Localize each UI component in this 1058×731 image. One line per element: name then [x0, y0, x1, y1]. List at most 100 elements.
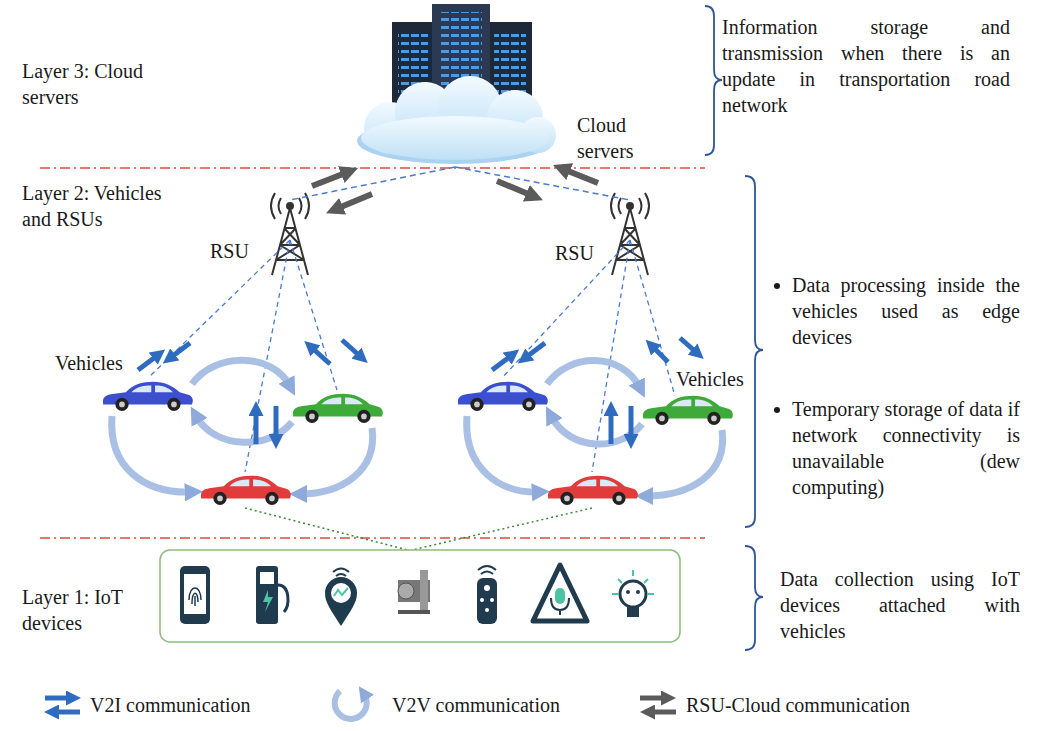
iot-panel [484, 585, 490, 591]
iot-panel [160, 550, 680, 642]
legend-symbol [640, 696, 667, 701]
iot-link [245, 508, 408, 550]
rsu-cloud-arrows [497, 181, 533, 196]
iot-panel [420, 570, 428, 610]
iot-panel [636, 590, 640, 594]
v2v-arrows [646, 430, 723, 496]
connector [290, 167, 455, 200]
v2i-arrows [170, 343, 190, 358]
node-label: RSU [210, 238, 249, 264]
cloud-server-node: Cloud servers [355, 0, 659, 167]
server-racks [494, 30, 526, 100]
iot-panel [551, 598, 569, 615]
iot-panel [398, 583, 414, 599]
iot-panel [325, 577, 357, 626]
iot-panel [555, 588, 565, 604]
v2i-arrows [254, 410, 259, 444]
v2i-arrows [274, 406, 279, 440]
v2i-arrows [311, 347, 330, 364]
bullet-text: Temporary storage of data if network con… [792, 396, 1020, 500]
iot-panel [626, 590, 630, 594]
v2v-arrows [551, 416, 642, 444]
v2i-arrows [525, 343, 545, 358]
iot-panel [612, 570, 654, 594]
vehicle-label: Vehicles [55, 350, 123, 376]
v2v-arrows [300, 428, 373, 494]
vehicles [293, 394, 383, 423]
rsu-tower [287, 203, 293, 209]
v2i-arrows [680, 338, 697, 353]
iot-panel [478, 566, 496, 574]
rsu-tower [627, 203, 633, 209]
iot-panel [278, 585, 288, 612]
bracket [705, 6, 722, 155]
cloud-shape [361, 116, 549, 160]
layer-label: Layer 3: Cloud servers [22, 58, 172, 110]
v2i-arrows [652, 346, 668, 362]
vehicles [548, 476, 638, 505]
rsu-vehicle-link [630, 240, 675, 396]
v2i-arrows [492, 355, 512, 370]
iot-panel [260, 572, 274, 584]
v2i-arrows [629, 406, 634, 440]
legend-text: V2I communication [90, 692, 251, 718]
rsu-node: RSU [553, 200, 668, 278]
legend-text: RSU-Cloud communication [686, 692, 910, 718]
layer-divider [40, 537, 705, 538]
legend-symbol [649, 710, 676, 715]
iot-panel [256, 566, 278, 624]
v2v-arrows [112, 360, 723, 496]
iot-panel [263, 590, 273, 612]
layer-divider [40, 168, 705, 538]
bracket [745, 176, 763, 527]
rsu-cloud-arrows [336, 194, 372, 209]
vehicles [458, 382, 548, 411]
iot-panel [485, 608, 489, 612]
iot-panel [180, 566, 210, 624]
iot-panel [333, 569, 349, 577]
rsu-tower [611, 193, 649, 275]
iot-panel [490, 598, 494, 602]
v2i-arrows [342, 340, 361, 357]
vehicles [103, 382, 193, 411]
node-label: Cloud servers [577, 112, 657, 164]
vehicles [643, 396, 733, 425]
v2v-arrows [547, 360, 640, 388]
rsu-node: RSU [205, 200, 330, 278]
rsu-cloud-arrows [563, 169, 598, 183]
node-label: RSU [555, 240, 594, 266]
rsu-cloud-arrows [312, 169, 598, 209]
v2i-arrows [138, 355, 158, 370]
v2v-arrows [192, 360, 290, 386]
iot-panel [533, 565, 587, 621]
iot-panel [480, 598, 484, 602]
legend-symbol [45, 691, 676, 719]
legend-text: V2V communication [392, 692, 560, 718]
iot-panel [398, 610, 430, 614]
bullet-dot [774, 407, 780, 413]
vehicles [201, 476, 291, 505]
legend-symbol [53, 710, 80, 715]
iot-panel [331, 583, 351, 603]
legend-symbol [45, 696, 72, 701]
description-text: Information storage and transmission whe… [722, 14, 1010, 118]
rsu-vehicle-link [290, 240, 337, 390]
iot-panel [477, 578, 497, 624]
rsu-tower [271, 193, 309, 275]
connector [455, 167, 630, 200]
v2v-arrows [112, 416, 192, 492]
rsu-vehicle-link [148, 240, 675, 472]
v2i-arrows [609, 410, 614, 444]
v2v-arrows [467, 416, 539, 492]
iot-panel [184, 574, 206, 614]
legend-symbol [335, 691, 367, 719]
iot-panel [160, 550, 680, 642]
iot-link [245, 508, 592, 550]
vehicle-label: Vehicles [676, 366, 744, 392]
iot-panel [627, 607, 639, 617]
bullet-text: Data processing inside the vehicles used… [792, 272, 1020, 350]
bullet-dot [774, 283, 780, 289]
